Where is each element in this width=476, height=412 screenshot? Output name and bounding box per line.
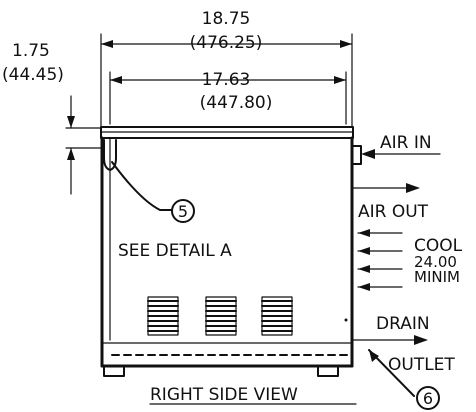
drain-label: DRAIN	[376, 314, 430, 334]
air-out-indicator: AIR OUT	[351, 183, 429, 222]
cool-value: 24.00	[414, 253, 457, 271]
cool-minimum-label: MINIM	[414, 268, 460, 286]
louvre-left	[147, 296, 179, 336]
inner-width-mm: (447.80)	[200, 93, 273, 113]
callout-6: 6	[368, 349, 440, 410]
drain-indicator: DRAIN	[351, 314, 430, 345]
air-in-indicator: AIR IN	[361, 133, 441, 159]
view-title-text: RIGHT SIDE VIEW	[150, 385, 298, 405]
inner-width-dimension: 17.63 (447.80)	[109, 70, 347, 125]
top-height-value: 1.75	[12, 41, 50, 61]
callout-5-number: 5	[178, 202, 188, 221]
louvre-right	[261, 296, 293, 336]
outlet-label: OUTLET	[388, 355, 455, 375]
louvre-middle	[205, 296, 237, 336]
outlet-indicator: OUTLET	[388, 355, 455, 375]
vent-louvres	[147, 296, 293, 336]
see-detail-label: SEE DETAIL A	[118, 241, 232, 261]
top-height-dimension: 1.75 (44.45)	[2, 41, 102, 195]
top-height-mm: (44.45)	[2, 65, 64, 85]
air-in-label: AIR IN	[380, 133, 432, 153]
cool-label: COOL	[414, 236, 463, 256]
cabinet-outline	[100, 126, 362, 377]
overall-width-value: 18.75	[202, 9, 251, 29]
cooling-air-arrows: COOL 24.00 MINIM	[357, 229, 463, 291]
inner-width-value: 17.63	[202, 70, 251, 90]
air-out-label: AIR OUT	[358, 202, 429, 222]
overall-width-mm: (476.25)	[190, 33, 263, 53]
view-title: RIGHT SIDE VIEW	[149, 385, 357, 405]
callout-6-number: 6	[423, 389, 433, 408]
callout-5: 5	[111, 161, 195, 223]
overall-width-dimension: 18.75 (476.25)	[100, 9, 353, 127]
